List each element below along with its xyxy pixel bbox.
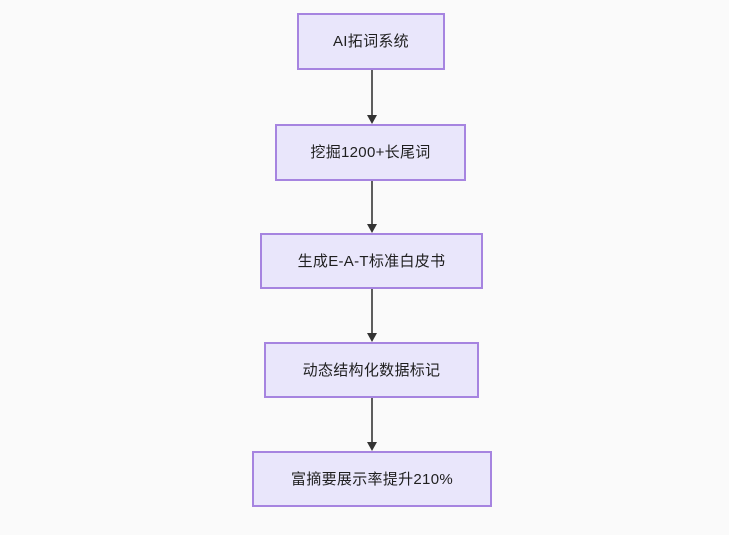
flow-node-dynamic-structured-data-markup[interactable]: 动态结构化数据标记 [264, 342, 479, 398]
flow-node-label: 动态结构化数据标记 [302, 361, 441, 379]
flow-node-generate-eat-whitepaper[interactable]: 生成E-A-T标准白皮书 [260, 233, 483, 289]
flow-node-label: 生成E-A-T标准白皮书 [297, 252, 446, 270]
arrow-head-icon [367, 442, 377, 451]
flow-node-rich-snippet-impression-uplift[interactable]: 富摘要展示率提升210% [252, 451, 492, 507]
flow-node-mine-longtail-keywords[interactable]: 挖掘1200+长尾词 [275, 124, 466, 181]
flow-edge-arrow [367, 398, 377, 451]
arrow-head-icon [367, 224, 377, 233]
flow-node-ai-keyword-system[interactable]: AI拓词系统 [297, 13, 445, 70]
arrow-head-icon [367, 333, 377, 342]
flow-node-label: 挖掘1200+长尾词 [310, 144, 431, 161]
flow-edge-arrow [367, 70, 377, 124]
flow-edge-line [371, 398, 373, 444]
flow-node-label: AI拓词系统 [333, 33, 409, 50]
flow-edge-line [371, 181, 373, 226]
flow-edge-arrow [367, 181, 377, 233]
flow-node-label: 富摘要展示率提升210% [291, 470, 453, 488]
flow-edge-line [371, 70, 373, 117]
flow-edge-arrow [367, 289, 377, 342]
arrow-head-icon [367, 115, 377, 124]
flow-edge-line [371, 289, 373, 335]
